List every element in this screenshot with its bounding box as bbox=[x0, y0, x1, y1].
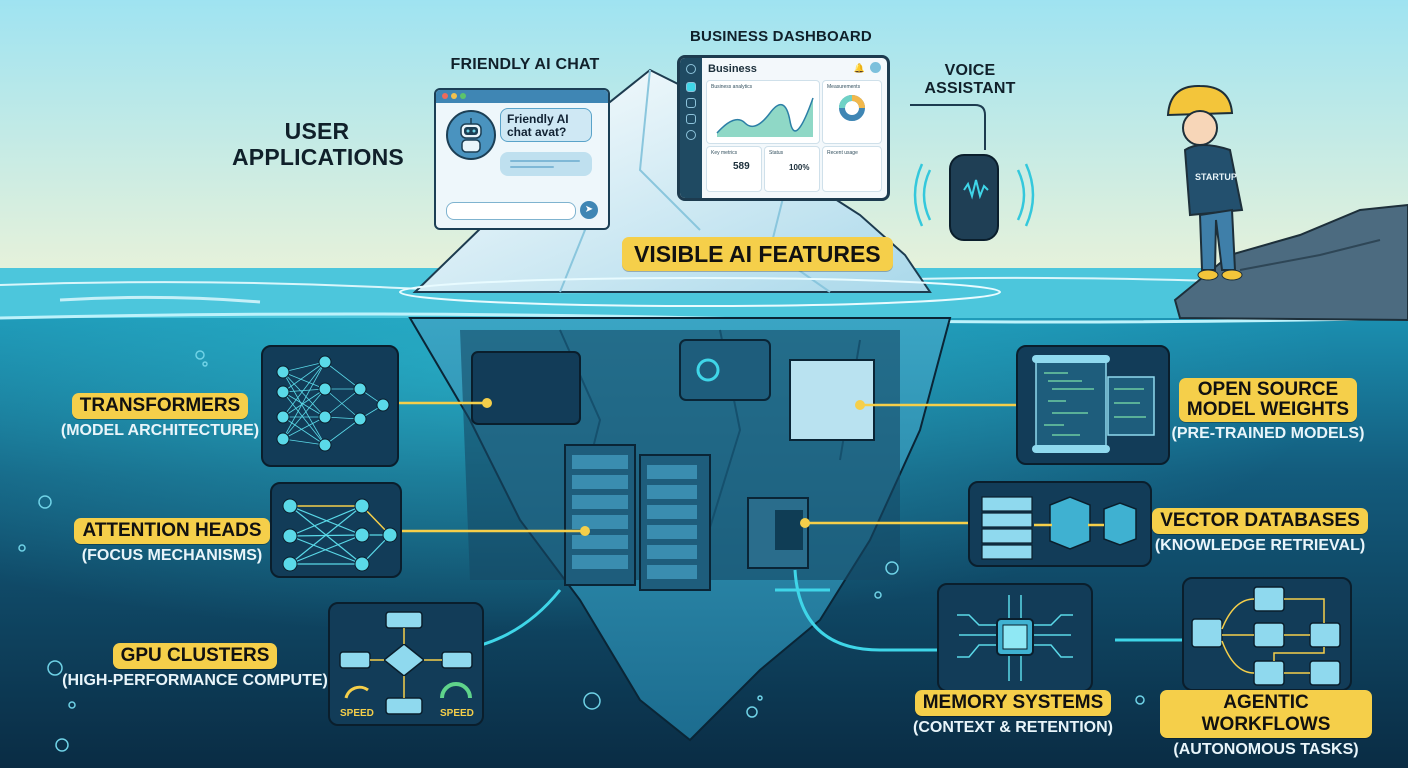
graduation-node-icon bbox=[1253, 586, 1285, 612]
weights-title-line-1: OPEN SOURCE bbox=[1197, 379, 1339, 400]
card-title: Measurements bbox=[827, 84, 861, 90]
rock-ledge bbox=[1173, 203, 1408, 322]
vector-title: VECTOR DATABASES bbox=[1152, 508, 1368, 534]
dashboard-app-title: Business bbox=[708, 63, 757, 75]
robot-avatar-icon bbox=[446, 110, 496, 160]
callout-label: VISIBLE AI FEATURES bbox=[622, 237, 893, 271]
status-value: 100% bbox=[789, 163, 810, 172]
chat-message-input[interactable] bbox=[446, 202, 576, 220]
voice-title-line-1: VOICE bbox=[944, 62, 996, 79]
card-key-metrics: Key metrics 589 bbox=[706, 146, 762, 192]
business-dashboard-title: BUSINESS DASHBOARD bbox=[690, 28, 872, 45]
friendly-chat-window: Friendly AI chat avat? ➤ bbox=[434, 88, 610, 230]
card-title: Recent usage bbox=[827, 150, 858, 156]
hard-hat-icon bbox=[1166, 84, 1234, 117]
attention-title: ATTENTION HEADS bbox=[74, 518, 270, 544]
memory-title: MEMORY SYSTEMS bbox=[914, 690, 1112, 716]
smart-speaker-icon bbox=[910, 104, 1035, 241]
gpu-clusters-label: GPU CLUSTERS (HIGH-PERFORMANCE COMPUTE) bbox=[60, 643, 330, 691]
tool-node-icon bbox=[1253, 622, 1285, 648]
chat-titlebar bbox=[436, 90, 608, 103]
transformers-label: TRANSFORMERS (MODEL ARCHITECTURE) bbox=[60, 393, 260, 441]
card-measurements: Measurements bbox=[822, 80, 882, 144]
agentic-workflows-panel bbox=[1182, 577, 1352, 691]
sidebar-cloud-icon[interactable] bbox=[686, 98, 696, 108]
flowchart-icon: SPEED SPEED bbox=[339, 611, 474, 719]
card-title: Status bbox=[769, 150, 784, 156]
sidebar-home-icon[interactable] bbox=[686, 82, 696, 92]
chip-icon bbox=[957, 595, 1073, 681]
vector-subtitle: (KNOWLEDGE RETRIEVAL) bbox=[1154, 537, 1366, 554]
memory-systems-label: MEMORY SYSTEMS (CONTEXT & RETENTION) bbox=[913, 690, 1113, 738]
gpu-subtitle: (HIGH-PERFORMANCE COMPUTE) bbox=[62, 672, 328, 689]
attention-heads-label: ATTENTION HEADS (FOCUS MECHANISMS) bbox=[72, 518, 272, 566]
team-node-icon bbox=[1309, 622, 1341, 648]
send-arrow-icon[interactable]: ➤ bbox=[580, 201, 598, 219]
vector-databases-label: VECTOR DATABASES (KNOWLEDGE RETRIEVAL) bbox=[1150, 508, 1370, 556]
attention-heads-panel bbox=[270, 482, 402, 578]
card-recent-usage: Recent usage bbox=[822, 146, 882, 192]
heading-line-1: USER bbox=[284, 118, 350, 144]
area-chart bbox=[716, 97, 814, 137]
donut-chart bbox=[839, 95, 865, 121]
maximize-dot-icon[interactable] bbox=[460, 93, 466, 99]
sidebar-calendar-icon[interactable] bbox=[686, 114, 696, 124]
user-avatar-icon[interactable] bbox=[870, 62, 881, 73]
database-cubes-icon bbox=[981, 496, 1137, 560]
speed-label-right: SPEED bbox=[440, 708, 474, 719]
weights-title-line-2: MODEL WEIGHTS bbox=[1186, 399, 1350, 420]
speed-gauge-icon bbox=[344, 685, 369, 699]
shirt-text: STARTUP bbox=[1195, 172, 1237, 182]
agentic-workflows-label: AGENTIC WORKFLOWS (AUTONOMOUS TASKS) bbox=[1160, 690, 1372, 760]
friendly-chat-title: FRIENDLY AI CHAT bbox=[450, 56, 600, 73]
sidebar-settings-icon[interactable] bbox=[686, 130, 696, 140]
agentic-subtitle: (AUTONOMOUS TASKS) bbox=[1173, 741, 1359, 758]
weights-subtitle: (PRE-TRAINED MODELS) bbox=[1171, 425, 1365, 442]
minimize-dot-icon[interactable] bbox=[451, 93, 457, 99]
transformers-subtitle: (MODEL ARCHITECTURE) bbox=[60, 422, 260, 439]
user-node-icon bbox=[1191, 618, 1223, 648]
business-dashboard-window: Business 🔔 Business analytics Measuremen… bbox=[677, 55, 890, 201]
memory-subtitle: (CONTEXT & RETENTION) bbox=[913, 719, 1113, 736]
bell-icon[interactable]: 🔔 bbox=[853, 63, 865, 73]
attention-graph-icon bbox=[282, 498, 398, 572]
model-weights-panel bbox=[1016, 345, 1170, 465]
chat-reply-placeholder bbox=[500, 152, 592, 176]
card-business-analytics: Business analytics bbox=[706, 80, 820, 144]
card-status: Status 100% bbox=[764, 146, 820, 192]
gpu-clusters-panel: SPEED SPEED bbox=[328, 602, 484, 726]
gpu-title: GPU CLUSTERS bbox=[112, 643, 278, 669]
transformers-panel bbox=[261, 345, 399, 467]
workflow-icon bbox=[1191, 586, 1341, 686]
memory-systems-panel bbox=[937, 583, 1093, 692]
transformers-title: TRANSFORMERS bbox=[71, 393, 249, 419]
speed-label-left: SPEED bbox=[340, 708, 374, 719]
key-metric-value: 589 bbox=[733, 161, 750, 172]
connector-lines bbox=[395, 401, 1020, 533]
card-title: Key metrics bbox=[711, 150, 738, 156]
visible-ai-features-callout: VISIBLE AI FEATURES bbox=[622, 237, 893, 271]
robot-node-icon bbox=[1253, 660, 1285, 686]
attention-subtitle: (FOCUS MECHANISMS) bbox=[81, 547, 263, 564]
vector-databases-panel bbox=[968, 481, 1152, 567]
neural-network-icon bbox=[276, 355, 390, 452]
flowchart-node-icon bbox=[1309, 660, 1341, 686]
user-applications-heading: USER APPLICATIONS bbox=[232, 118, 404, 170]
chat-bubble: Friendly AI chat avat? bbox=[500, 108, 592, 142]
bubbles bbox=[18, 350, 1145, 752]
code-scroll-icon bbox=[1032, 355, 1155, 453]
dashboard-sidebar bbox=[680, 58, 702, 198]
agentic-title: AGENTIC WORKFLOWS bbox=[1160, 690, 1372, 738]
logo-icon bbox=[686, 64, 696, 74]
startup-person-figure: STARTUP bbox=[1166, 84, 1244, 281]
speed-gauge-icon bbox=[440, 682, 472, 699]
voice-assistant-title: VOICE ASSISTANT bbox=[905, 62, 1035, 98]
voice-title-line-2: ASSISTANT bbox=[924, 80, 1016, 97]
close-dot-icon[interactable] bbox=[442, 93, 448, 99]
server-racks bbox=[459, 339, 1185, 652]
heading-line-2: APPLICATIONS bbox=[232, 144, 404, 170]
card-title: Business analytics bbox=[711, 84, 753, 90]
